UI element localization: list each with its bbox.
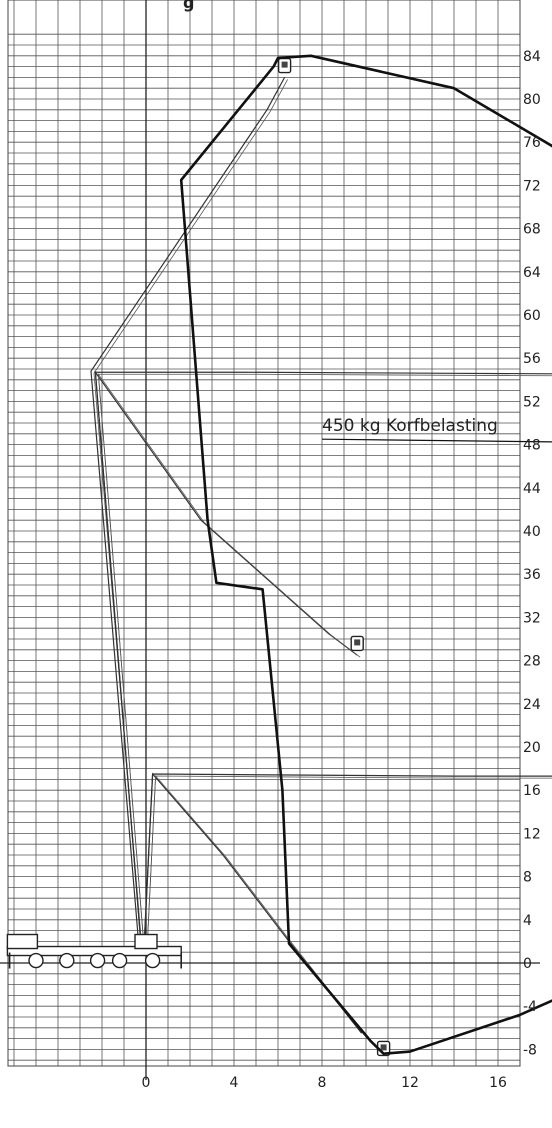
boom-arm — [90, 77, 286, 953]
boom-positions — [90, 57, 552, 1057]
load-annotation: 450 kg Korfbelasting — [321, 416, 552, 443]
y-tick-label: 0 — [523, 956, 532, 972]
boom-arm-edge — [146, 775, 552, 955]
wheel — [89, 952, 106, 969]
basket-operator — [354, 639, 361, 646]
y-tick-label: -8 — [523, 1042, 537, 1058]
y-tick-label: 84 — [523, 49, 541, 65]
x-tick-label: 16 — [489, 1075, 507, 1091]
x-tick-label: 12 — [401, 1075, 419, 1091]
y-tick-label: 32 — [523, 610, 541, 626]
y-tick-label: 16 — [523, 783, 541, 799]
annotation-arrow-shaft — [321, 438, 552, 443]
y-tick-label: 4 — [523, 913, 532, 929]
basket-operator — [380, 1044, 387, 1051]
y-tick-label: 60 — [523, 308, 541, 324]
x-tick-label: 4 — [230, 1075, 239, 1091]
header-fragment: g — [183, 0, 194, 12]
cab — [6, 933, 39, 950]
turret — [134, 933, 158, 950]
wheel — [28, 952, 44, 969]
boom-arm-edge — [146, 774, 365, 1036]
wheel — [111, 952, 128, 969]
envelope-outline — [179, 54, 552, 1056]
grid-frame — [7, 0, 521, 1067]
wheel — [59, 952, 75, 969]
y-tick-label: 40 — [523, 524, 541, 540]
x-tick-label: 0 — [142, 1075, 151, 1091]
y-tick-label: -4 — [523, 999, 537, 1015]
y-tick-label: 72 — [523, 178, 541, 194]
y-tick-label: 8 — [523, 870, 532, 886]
grid — [7, 0, 521, 1067]
truck-chassis — [6, 933, 182, 969]
wheel — [144, 952, 161, 969]
y-tick-label: 44 — [523, 481, 541, 497]
boom-arm-edge — [97, 373, 552, 955]
x-tick-label: 8 — [318, 1075, 327, 1091]
basket-operator — [281, 61, 288, 68]
y-tick-label: 48 — [523, 438, 541, 454]
y-tick-label: 80 — [523, 92, 541, 108]
y-tick-label: 12 — [523, 826, 541, 842]
y-tick-label: 56 — [523, 351, 541, 367]
boom-arm — [94, 371, 552, 953]
boom-arm — [143, 772, 363, 1034]
boom-arm-edge — [97, 372, 361, 955]
y-tick-label: 52 — [523, 394, 541, 410]
y-tick-label: 76 — [523, 135, 541, 151]
working-envelope — [179, 54, 552, 1056]
zero-axes — [0, 0, 540, 1080]
annotation-text: 450 kg Korfbelasting — [322, 416, 498, 436]
boom-arm — [143, 773, 552, 953]
y-tick-label: 36 — [523, 567, 541, 583]
boom-arm — [94, 370, 358, 953]
y-tick-label: 20 — [523, 740, 541, 756]
y-tick-label: 64 — [523, 265, 541, 281]
y-tick-label: 68 — [523, 222, 541, 238]
y-tick-label: 28 — [523, 654, 541, 670]
axis-ticks: 8480767268646056524844403632282420161284… — [142, 49, 541, 1091]
y-tick-label: 24 — [523, 697, 541, 713]
